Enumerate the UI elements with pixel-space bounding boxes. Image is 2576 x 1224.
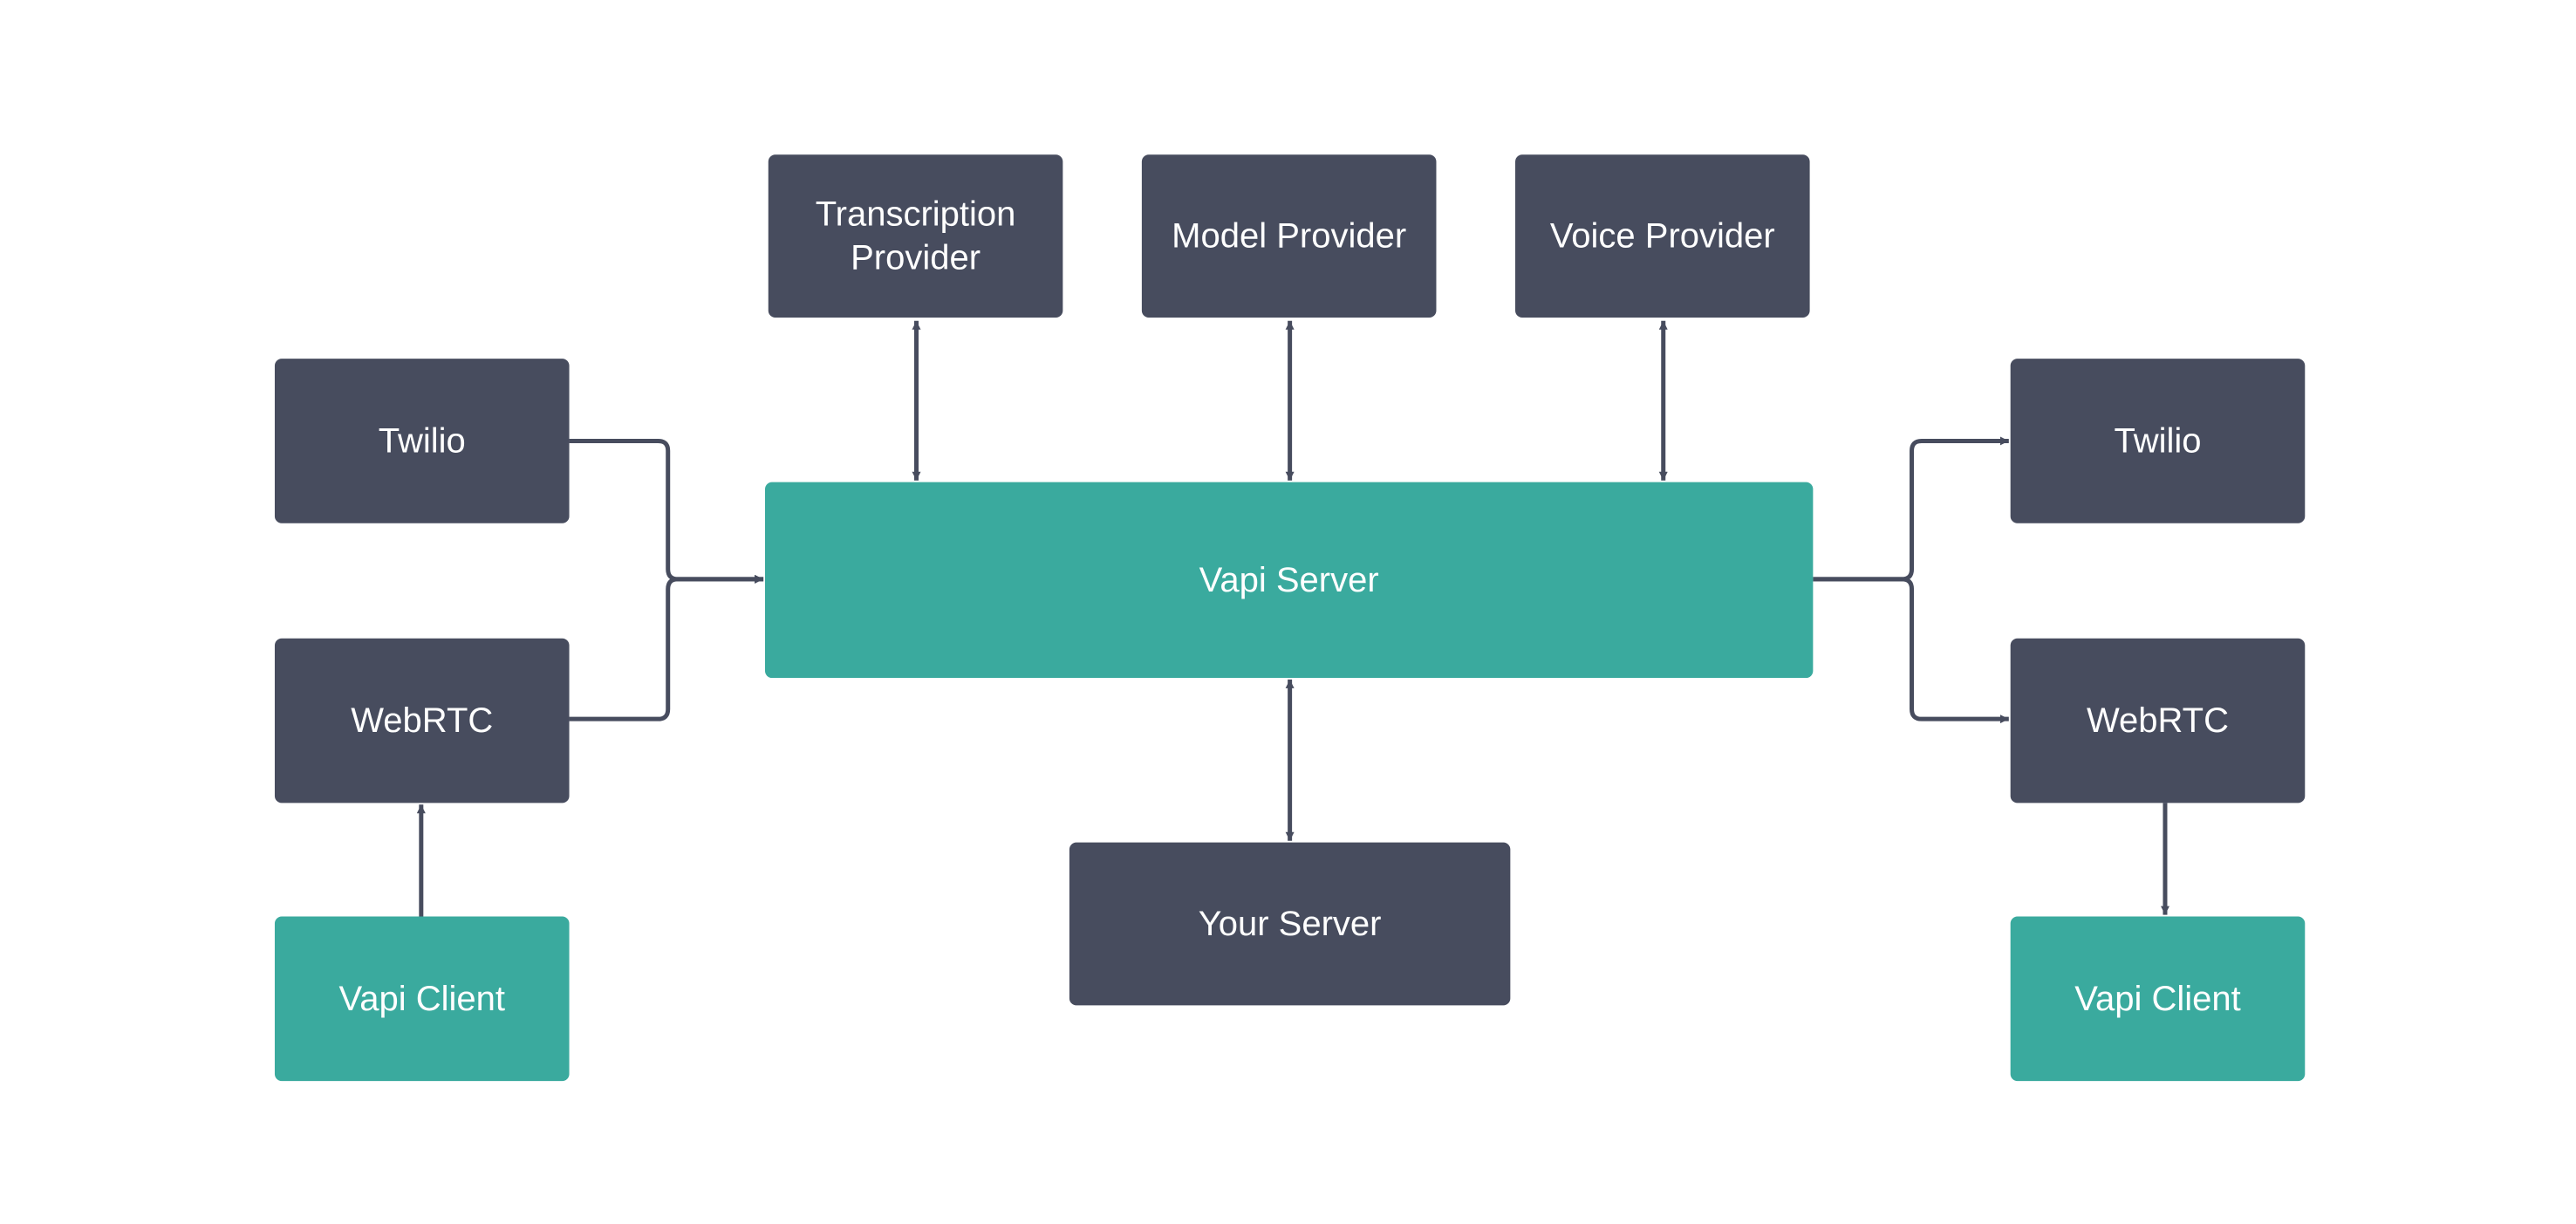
- node-box: [2010, 638, 2306, 803]
- node-twilio-left: Twilio: [274, 359, 570, 523]
- node-box: [274, 638, 570, 803]
- node-label: Vapi Client: [2074, 980, 2240, 1018]
- node-webrtc-right: WebRTC: [2010, 638, 2306, 803]
- node-box: [1141, 154, 1437, 318]
- connector-vapi-server-to-twilio-right: [1813, 436, 2009, 582]
- node-webrtc-left: WebRTC: [274, 638, 570, 803]
- node-label: Twilio: [379, 421, 466, 460]
- node-twilio-right: Twilio: [2010, 359, 2306, 523]
- node-model-provider: Model Provider: [1141, 154, 1437, 318]
- connector-webrtc-left-to-vapi-server: [569, 574, 764, 721]
- node-label: Twilio: [2114, 421, 2201, 460]
- node-label: Vapi Client: [339, 980, 505, 1018]
- node-label: Your Server: [1199, 905, 1382, 943]
- node-box: [274, 359, 570, 523]
- connectors-layer: [416, 320, 2169, 917]
- node-box: [274, 916, 570, 1082]
- connector-twilio-left-to-vapi-server: [569, 438, 764, 584]
- node-label: WebRTC: [2087, 701, 2229, 740]
- node-vapi-server: Vapi Server: [764, 482, 1814, 679]
- node-voice-provider: Voice Provider: [1515, 154, 1810, 318]
- node-label: Voice Provider: [1550, 217, 1775, 256]
- connector-vapi-server-to-webrtc-right: [1813, 577, 2009, 724]
- node-box: [1515, 154, 1810, 318]
- node-label: Provider: [851, 239, 981, 277]
- node-label: WebRTC: [351, 701, 493, 740]
- node-vapi-client-right: Vapi Client: [2010, 916, 2306, 1082]
- node-box: [2010, 359, 2306, 523]
- node-label: Model Provider: [1172, 217, 1406, 256]
- node-box: [764, 482, 1814, 679]
- node-label: Vapi Server: [1199, 561, 1379, 599]
- node-label: Transcription: [816, 195, 1016, 234]
- node-box: [2010, 916, 2306, 1082]
- node-your-server: Your Server: [1069, 842, 1511, 1006]
- node-vapi-client-left: Vapi Client: [274, 916, 570, 1082]
- node-box: [768, 154, 1063, 318]
- node-box: [1069, 842, 1511, 1006]
